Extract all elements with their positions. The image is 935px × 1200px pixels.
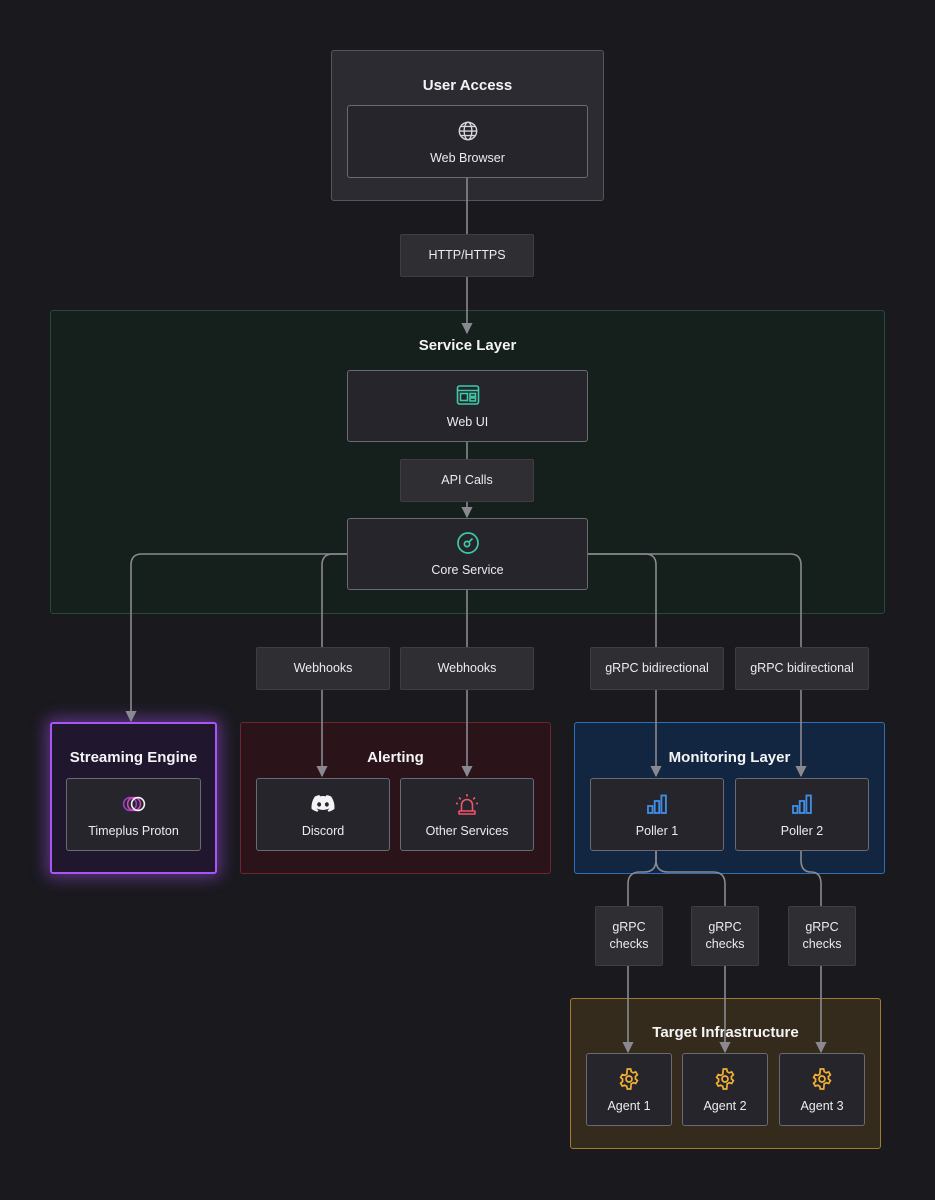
- gear-icon: [617, 1067, 641, 1091]
- node-label: Agent 3: [800, 1098, 844, 1113]
- siren-icon: [455, 792, 479, 816]
- bar-chart-icon: [790, 792, 814, 816]
- node-timeplus-proton[interactable]: Timeplus Proton: [66, 778, 201, 851]
- edge-label-http: HTTP/HTTPS: [400, 234, 534, 277]
- edge-label-grpc-bidirectional-2: gRPC bidirectional: [735, 647, 869, 690]
- node-label: Poller 1: [635, 823, 679, 838]
- alerting-title: Alerting: [367, 749, 424, 766]
- node-label: Web UI: [446, 415, 489, 429]
- dashboard-icon: [456, 383, 480, 407]
- edge-core-to-discord: [316, 553, 347, 778]
- edge-label-grpc-checks-1: gRPC checks: [595, 906, 663, 966]
- rings-icon: [122, 792, 146, 816]
- gear-icon: [713, 1067, 737, 1091]
- edge-poller1-to-agent1: [622, 850, 657, 1054]
- node-agent-3[interactable]: Agent 3: [779, 1053, 865, 1126]
- node-poller-1[interactable]: Poller 1: [590, 778, 724, 851]
- edge-label-grpc-bidirectional-1: gRPC bidirectional: [590, 647, 724, 690]
- node-label: Core Service: [431, 563, 504, 577]
- service-layer-title: Service Layer: [418, 337, 517, 354]
- globe-icon: [456, 119, 480, 143]
- edge-poller1-to-agent2: [655, 850, 731, 1054]
- node-web-ui[interactable]: Web UI: [347, 370, 588, 442]
- node-poller-2[interactable]: Poller 2: [735, 778, 869, 851]
- node-label: Timeplus Proton: [88, 823, 179, 838]
- node-core-service[interactable]: Core Service: [347, 518, 588, 590]
- edge-poller2-to-agent3: [800, 850, 827, 1054]
- node-label: Discord: [301, 823, 345, 838]
- monitoring-layer-title: Monitoring Layer: [668, 749, 791, 766]
- node-label: Agent 2: [703, 1098, 747, 1113]
- node-label: Agent 1: [607, 1098, 651, 1113]
- streaming-engine-title: Streaming Engine: [69, 749, 198, 766]
- node-label: Other Services: [425, 823, 509, 838]
- edge-label-api-calls: API Calls: [400, 459, 534, 502]
- discord-icon: [311, 792, 335, 816]
- user-access-title: User Access: [422, 77, 513, 94]
- node-agent-2[interactable]: Agent 2: [682, 1053, 768, 1126]
- node-other-services[interactable]: Other Services: [400, 778, 534, 851]
- edge-label-webhooks-discord: Webhooks: [256, 647, 390, 690]
- gear-icon: [810, 1067, 834, 1091]
- node-label: Poller 2: [780, 823, 824, 838]
- bar-chart-icon: [645, 792, 669, 816]
- node-agent-1[interactable]: Agent 1: [586, 1053, 672, 1126]
- node-label: Web Browser: [430, 150, 505, 165]
- edge-label-webhooks-other: Webhooks: [400, 647, 534, 690]
- node-discord[interactable]: Discord: [256, 778, 390, 851]
- gauge-icon: [456, 531, 480, 555]
- edge-core-to-proton: [125, 553, 347, 723]
- edge-label-grpc-checks-3: gRPC checks: [788, 906, 856, 966]
- node-web-browser[interactable]: Web Browser: [347, 105, 588, 178]
- edge-core-to-poller2: [588, 553, 807, 778]
- edge-label-grpc-checks-2: gRPC checks: [691, 906, 759, 966]
